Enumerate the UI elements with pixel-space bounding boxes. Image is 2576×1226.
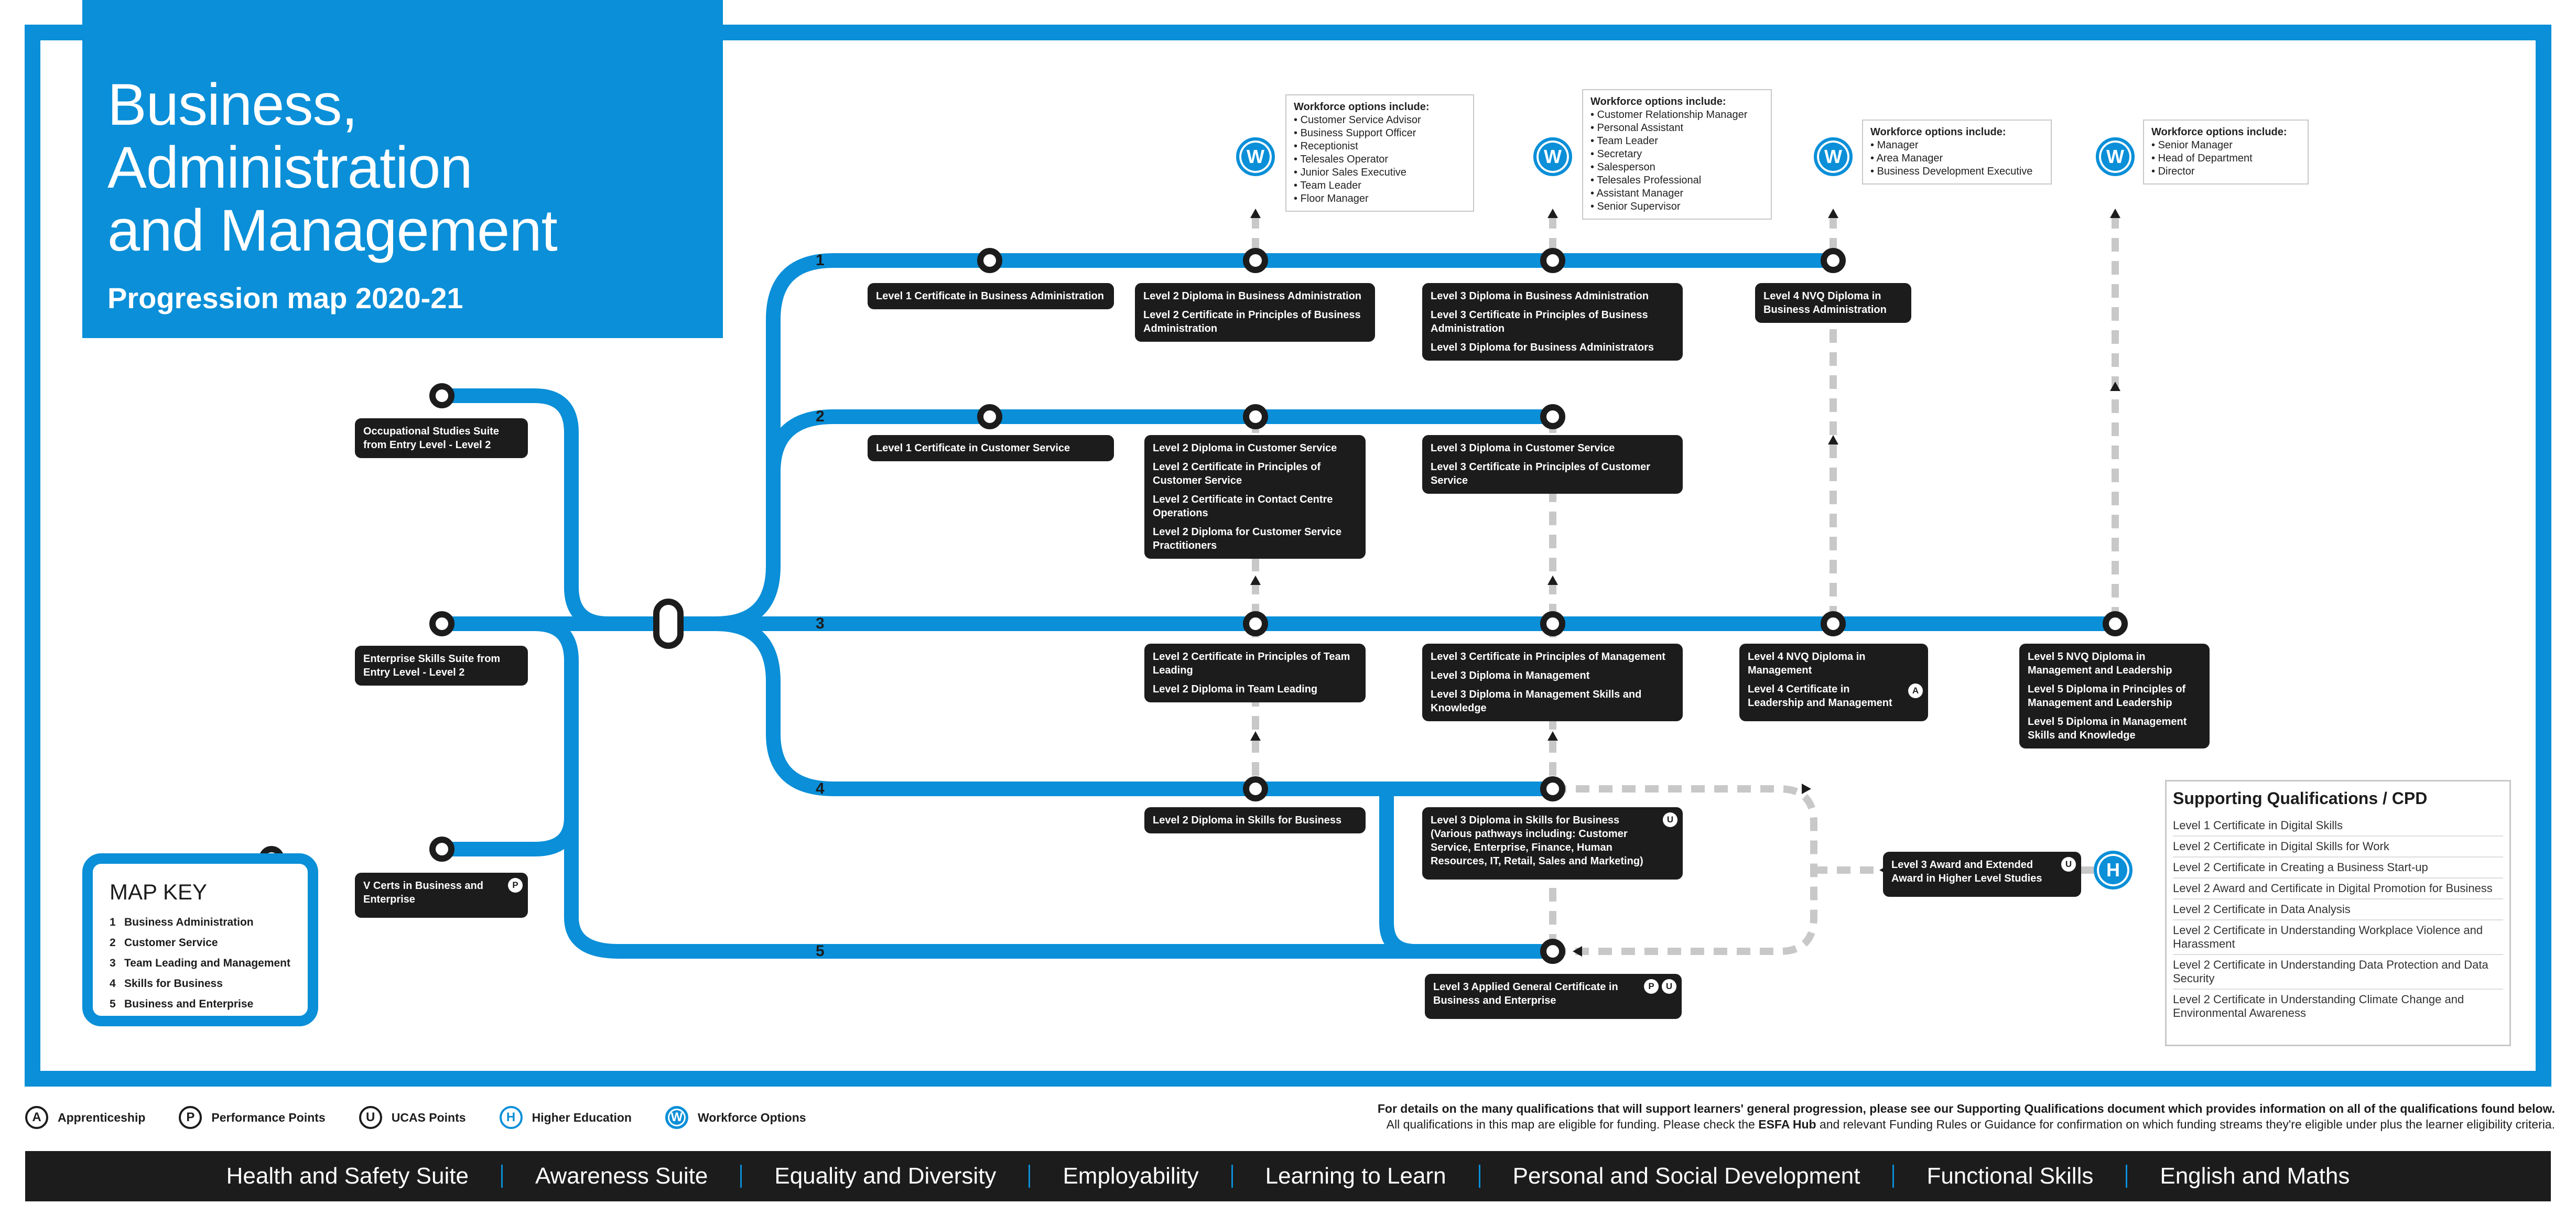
footer-link-learning-to-learn[interactable]: Learning to Learn (1231, 1165, 1479, 1188)
supporting-title: Supporting Qualifications / CPD (2173, 789, 2428, 808)
funding-notes: For details on the many qualifications t… (1377, 1102, 2555, 1131)
ucas-points-badge: U (2061, 857, 2076, 872)
footer-suite-bar: Health and Safety Suite Awareness Suite … (25, 1151, 2551, 1201)
ucas-points-badge: U (1662, 979, 1676, 994)
apprenticeship-badge: A (1908, 683, 1923, 698)
supporting-item[interactable]: Level 2 Certificate in Understanding Cli… (2173, 993, 2464, 1019)
workforce-options-box-2: Workforce options include: Customer Rela… (1582, 89, 1772, 220)
outer-frame (25, 25, 2551, 1087)
qual-box-l2-skills-for-business[interactable]: Level 2 Diploma in Skills for Business (1144, 807, 1366, 833)
performance-points-icon: P (179, 1106, 202, 1129)
footer-link-equality-diversity[interactable]: Equality and Diversity (740, 1165, 1029, 1188)
supporting-item[interactable]: Level 2 Certificate in Data Analysis (2173, 899, 2503, 920)
supporting-item[interactable]: Level 2 Certificate in Creating a Busine… (2173, 858, 2503, 878)
qual-box-l3-applied-general[interactable]: Level 3 Applied General Certificate in B… (1425, 974, 1682, 1019)
footer-link-functional-skills[interactable]: Functional Skills (1892, 1165, 2126, 1188)
qual-box-l2-team-leading[interactable]: Level 2 Certificate in Principles of Tea… (1144, 644, 1366, 702)
supporting-item[interactable]: Level 2 Award and Certificate in Digital… (2173, 878, 2503, 899)
qual-box-l1-business-admin[interactable]: Level 1 Certificate in Business Administ… (868, 283, 1114, 309)
qualhub-link[interactable]: www.QualHub.co.uk (382, 353, 503, 367)
workforce-options-box-1: Workforce options include: Customer Serv… (1285, 94, 1474, 212)
footer-link-employability[interactable]: Employability (1029, 1165, 1231, 1188)
supporting-qualifications-panel: Supporting Qualifications / CPD Level 1 … (2165, 780, 2511, 1046)
performance-points-badge: P (1644, 979, 1659, 994)
footer-link-health-safety[interactable]: Health and Safety Suite (226, 1163, 469, 1189)
workforce-options-box-3: Workforce options include: ManagerArea M… (1862, 120, 2052, 185)
qual-box-l3-skills-for-business[interactable]: Level 3 Diploma in Skills for Business(V… (1422, 807, 1683, 880)
footer-link-personal-social[interactable]: Personal and Social Development (1478, 1165, 1893, 1188)
qual-box-l1-customer-service[interactable]: Level 1 Certificate in Customer Service (868, 435, 1114, 461)
line-number-1: 1 (816, 252, 825, 269)
footer-link-awareness[interactable]: Awareness Suite (501, 1165, 740, 1188)
ucas-points-badge: U (1663, 812, 1677, 827)
qual-box-l3-management[interactable]: Level 3 Certificate in Principles of Man… (1422, 644, 1683, 721)
workforce-options-icon[interactable]: W (1533, 137, 1572, 176)
intro-text: This progression map details many of the… (107, 338, 666, 367)
supporting-item[interactable]: Level 2 Certificate in Understanding Dat… (2173, 955, 2503, 990)
qual-box-l3-business-admin[interactable]: Level 3 Diploma in Business Administrati… (1422, 283, 1683, 361)
progression-arrows (1250, 209, 2120, 957)
line-number-3: 3 (816, 615, 825, 632)
qual-box-l2-business-admin[interactable]: Level 2 Diploma in Business Administrati… (1135, 283, 1375, 342)
higher-education-icon[interactable]: H (2094, 851, 2133, 889)
higher-education-icon: H (499, 1106, 523, 1129)
line-number-5: 5 (816, 942, 825, 960)
qual-box-higher-level-studies[interactable]: Level 3 Award and Extended Award in High… (1883, 852, 2081, 897)
stations (259, 248, 2128, 964)
esfa-hub-link[interactable]: ESFA Hub (1758, 1117, 1816, 1131)
workforce-options-box-4: Workforce options include: Senior Manage… (2143, 120, 2309, 185)
entry-enterprise-skills[interactable]: Enterprise Skills Suite from Entry Level… (355, 646, 528, 686)
workforce-options-icon: W (665, 1106, 688, 1129)
workforce-options-icon[interactable]: W (1236, 137, 1275, 176)
workforce-options-icon[interactable]: W (2096, 137, 2135, 176)
qual-box-l4-business-admin[interactable]: Level 4 NVQ Diploma in Business Administ… (1755, 283, 1911, 323)
supporting-item[interactable]: Level 2 Certificate in Understanding Wor… (2173, 920, 2503, 955)
ucas-points-icon: U (359, 1106, 382, 1129)
qual-box-l5-management[interactable]: Level 5 NVQ Diploma in Management and Le… (2019, 644, 2210, 748)
footer-link-english-maths[interactable]: English and Maths (2126, 1165, 2382, 1188)
line-number-4: 4 (816, 780, 825, 797)
workforce-options-icon[interactable]: W (1814, 137, 1853, 176)
performance-points-badge: P (508, 878, 523, 893)
line-number-2: 2 (816, 408, 825, 425)
entry-occupational-studies[interactable]: Occupational Studies Suite from Entry Le… (355, 418, 528, 458)
apprenticeship-icon: A (25, 1106, 48, 1129)
page-subtitle: Progression map 2020-21 (107, 281, 463, 314)
map-key-title: MAP KEY (110, 880, 207, 904)
supporting-item[interactable]: Level 2 Certificate in Digital Skills fo… (2173, 837, 2503, 858)
supporting-item[interactable]: Level 1 Certificate in Digital Skills (2173, 816, 2503, 837)
